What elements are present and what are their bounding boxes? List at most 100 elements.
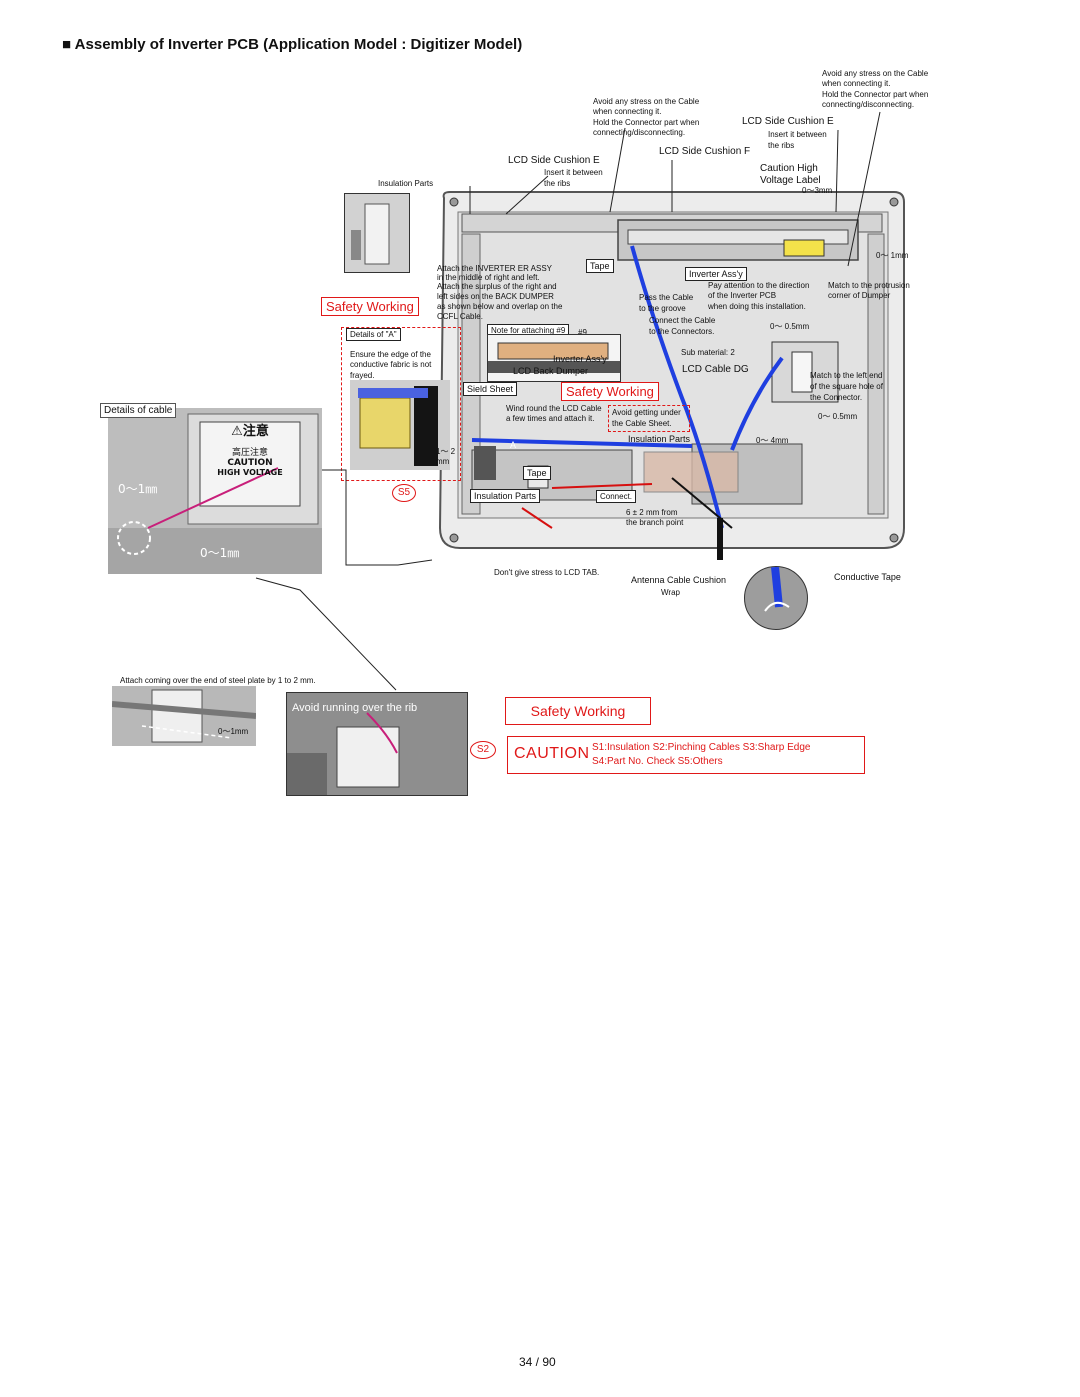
warning-kanji2: 高圧注意 <box>231 448 268 458</box>
s5-badge: S5 <box>392 484 416 502</box>
attach-inverter-4: left sides on the BACK DUMPER <box>437 292 554 301</box>
lcd-back-dumper: LCD Back Dumper <box>513 366 589 376</box>
lcd-side-cushion-f: LCD Side Cushion F <box>659 146 751 157</box>
caution-high-2: Voltage Label <box>760 175 821 186</box>
inverter-assy-mid: Inverter Ass'y <box>553 354 607 364</box>
wind-round-2: a few times and attach it. <box>506 414 595 423</box>
zero-3mm: 0～3mm <box>802 186 833 195</box>
avoid-running: Avoid running over the rib <box>292 702 418 714</box>
lcd-side-cushion-e-left: LCD Side Cushion E <box>508 155 600 166</box>
sield-sheet-label: Sield Sheet <box>463 382 518 396</box>
legend-line-2: S4:Part No. Check S5:Others <box>592 756 723 767</box>
caution-word: CAUTION <box>514 745 590 762</box>
insert-ribs-left-2: the ribs <box>544 179 571 188</box>
match-protrusion-1: Match to the protrusion <box>828 281 910 290</box>
callout-line: Hold the Connector part when <box>822 90 929 99</box>
avoid-getting-1: Avoid getting under <box>612 408 681 417</box>
tape-mid-label: Tape <box>523 466 551 480</box>
tape-top-label: Tape <box>586 259 614 273</box>
callout-line: connecting/disconnecting. <box>822 100 915 109</box>
page-title: ■ Assembly of Inverter PCB (Application … <box>62 36 523 53</box>
attach-inverter-3: Attach the surplus of the right and <box>437 282 557 291</box>
zero-1mm-a-label: 0～1㎜ <box>118 482 158 496</box>
match-protrusion-2: corner of Dumper <box>828 291 891 300</box>
callout-line: Hold the Connector part when <box>593 118 700 127</box>
avoid-getting-2: the Cable Sheet. <box>612 419 672 428</box>
details-cable-label: Details of cable <box>100 403 177 418</box>
ensure-edge-2: conductive fabric is not <box>350 360 432 369</box>
wrap: Wrap <box>661 588 680 597</box>
antenna-cushion-detail <box>744 566 808 630</box>
note-attaching-diagram <box>487 334 621 382</box>
match-left-end-3: the Connector. <box>810 393 863 402</box>
main-assembly-diagram <box>432 188 912 560</box>
page-number: 34 / 90 <box>519 1355 556 1369</box>
hash9-label: #9 <box>578 328 587 337</box>
insulation-parts-bot-label: Insulation Parts <box>470 489 541 503</box>
steel-plate-photo <box>111 686 257 746</box>
insulation-parts-photo <box>344 193 410 273</box>
details-a-panel <box>341 327 461 481</box>
safety-working-mid: Safety Working <box>561 382 659 401</box>
insert-ribs-right-2: the ribs <box>768 141 795 150</box>
zero-1mm-b-label: 0～1㎜ <box>200 546 240 560</box>
inverter-assy-top-label: Inverter Ass'y <box>685 267 747 281</box>
connect-cable-1: Connect the Cable <box>649 316 716 325</box>
lcd-frame-drawing <box>438 191 905 560</box>
connect-label: Connect. <box>596 490 637 503</box>
caution-legend: CAUTION S1:Insulation S2:Pinching Cables… <box>507 736 865 774</box>
zero-4mm: 0～ 4mm <box>756 436 789 445</box>
attach-inverter-2: in the middle of right and left. <box>437 273 540 282</box>
pass-cable-1: Pass the Cable <box>639 293 694 302</box>
match-left-end-2: of the square hole of <box>810 382 883 391</box>
details-a-photo <box>350 380 450 470</box>
match-left-end-1: Match to the left end <box>810 371 883 380</box>
connect-cable-2: to the Connectors. <box>649 327 715 336</box>
six-2mm-2: the branch point <box>626 518 684 527</box>
details-a-label: Details of "A" <box>346 328 401 341</box>
a-label: A <box>510 440 517 450</box>
pay-attention-3: when doing this installation. <box>708 302 806 311</box>
zero-05mm-top: 0～ 0.5mm <box>770 322 810 331</box>
zero-05mm-bot: 0～ 0.5mm <box>818 412 858 421</box>
safety-working-bottom: Safety Working <box>505 697 651 725</box>
six-2mm-1: 6 ± 2 mm from <box>626 508 678 517</box>
zero-1mm-right: 0～ 1mm <box>876 251 909 260</box>
callout-line: Avoid any stress on the Cable <box>822 69 929 78</box>
caution-high-1: Caution High <box>760 163 818 174</box>
warning-high-voltage: HIGH VOLTAGE <box>217 468 283 477</box>
antenna-cushion: Antenna Cable Cushion <box>631 575 727 585</box>
warning-kanji: ⚠注意 <box>231 424 269 439</box>
attach-coming: Attach coming over the end of steel plat… <box>120 676 316 685</box>
sub-material: Sub material: 2 <box>681 348 735 357</box>
one-2mm-2: mm <box>436 457 450 466</box>
callout-line: when connecting it. <box>593 107 662 116</box>
pay-attention-2: of the Inverter PCB <box>708 291 777 300</box>
warning-label: ⚠注意 高圧注意 CAUTION HIGH VOLTAGE <box>200 420 300 502</box>
dont-give-stress: Don't give stress to LCD TAB. <box>494 568 600 577</box>
callout-line: when connecting it. <box>822 79 891 88</box>
legend-line-1: S1:Insulation S2:Pinching Cables S3:Shar… <box>592 742 811 753</box>
pass-cable-2: to the groove <box>639 304 686 313</box>
s2-badge: S2 <box>470 741 496 759</box>
ensure-edge-1: Ensure the edge of the <box>350 350 431 359</box>
conductive-tape: Conductive Tape <box>834 572 901 582</box>
attach-inverter-5: as shown below and overlap on the <box>437 302 563 311</box>
insulation-parts-mid: Insulation Parts <box>628 434 691 444</box>
lcd-side-cushion-e-right: LCD Side Cushion E <box>742 116 834 127</box>
attach-inverter-6: CCFL Cable. <box>437 312 483 321</box>
safety-working-left: Safety Working <box>321 297 419 316</box>
attach-inverter-1: Attach the INVERTER ER ASSY <box>437 264 553 273</box>
insert-ribs-left-1: Insert it between <box>544 168 603 177</box>
pay-attention-1: Pay attention to the direction <box>708 281 810 290</box>
wind-round-1: Wind round the LCD Cable <box>506 404 602 413</box>
avoid-getting-box <box>608 405 690 432</box>
callout-line: connecting/disconnecting. <box>593 128 686 137</box>
insulation-parts-top: Insulation Parts <box>378 179 434 188</box>
lcd-cable-dg: LCD Cable DG <box>682 364 749 375</box>
ensure-edge-3: frayed. <box>350 371 375 380</box>
details-cable-photo <box>108 408 322 574</box>
rib-photo <box>286 692 468 796</box>
one-2mm-1: 1～ 2 <box>436 447 456 456</box>
zero-1mm-small: 0～1mm <box>218 727 249 736</box>
